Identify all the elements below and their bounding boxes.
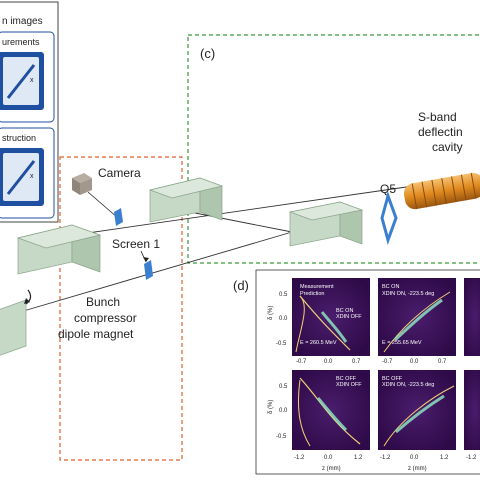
xtick-top1-1: 0.0: [324, 359, 333, 365]
dipole-curved-arrow: [25, 289, 32, 305]
camera-label: Camera: [98, 166, 141, 180]
plot-cell-bottom-2: BC OFF XDIN ON, -223.5 deg: [378, 370, 456, 450]
xtick-bot1-1: 0.0: [324, 455, 333, 461]
cavity-label-line3: cavity: [432, 140, 463, 154]
inset-images-box: n images urements x struction x: [0, 1, 59, 223]
ytick-top-0: 0.5: [279, 292, 288, 298]
magnet-block-2: [148, 177, 224, 223]
beam-line-lower: [19, 231, 293, 313]
bunch-compressor-line3: dipole magnet: [58, 327, 134, 341]
legend-measurement: Measurement: [300, 284, 334, 290]
cell1-energy: E = 260.5 MeV: [300, 340, 337, 346]
q5-label: Q5: [380, 182, 396, 196]
xtick-bot2-2: 1.2: [440, 455, 449, 461]
ytick-bottom-1: 0.0: [279, 408, 288, 414]
panel-label-d: (d): [233, 278, 249, 293]
cell2-energy: E = 255.65 MeV: [382, 340, 422, 346]
cell4-status1: BC OFF: [336, 376, 357, 382]
bunch-compressor-line2: compressor: [74, 311, 137, 325]
region-bunch-compressor-dashed: [59, 156, 183, 461]
ytick-top-2: -0.5: [276, 341, 287, 347]
cell1-status2: XDIN OFF: [336, 314, 362, 320]
xtick-bot2-0: -1.2: [380, 455, 391, 461]
camera-ray: [87, 191, 119, 219]
xtick-top2-0: -0.7: [382, 359, 393, 365]
xtick-top2-2: 0.7: [438, 359, 447, 365]
inset-axis-x2: x: [30, 173, 34, 180]
screen-lower-icon: [144, 260, 153, 280]
plot-cell-bottom-1: BC OFF XDIN OFF: [292, 370, 370, 450]
xlabel-2: z (mm): [408, 466, 427, 472]
magnet-block-3: [288, 201, 364, 247]
xtick-top1-2: 0.7: [352, 359, 361, 365]
ytick-top-1: 0.0: [279, 316, 288, 322]
inset-panel2-label: struction: [2, 133, 36, 143]
deflecting-cavity-icon: [403, 172, 480, 210]
xtick-bot3-0: -1.2: [466, 455, 477, 461]
cell5-status1: BC OFF: [382, 376, 403, 382]
inset-panel1-label: urements: [2, 37, 40, 47]
magnet-block-dipole: [0, 299, 27, 356]
ytick-bottom-0: 0.5: [279, 384, 288, 390]
xtick-bot1-0: -1.2: [294, 455, 305, 461]
cell5-status2: XDIN ON, -223.5 deg: [382, 382, 434, 388]
xlabel-1: z (mm): [322, 466, 341, 472]
plot-cell-top-1: Measurement Prediction BC ON XDIN OFF E …: [292, 278, 370, 356]
screen-label: Screen 1: [112, 237, 160, 251]
inset-title: n images: [2, 16, 43, 27]
plot-cell-bottom-3: [464, 370, 480, 450]
cavity-label-line1: S-band: [418, 110, 457, 124]
ylabel-top: δ (%): [268, 306, 274, 320]
ytick-bottom-2: -0.5: [276, 434, 287, 440]
q5-quadrupole-icon: [380, 191, 398, 245]
panel-label-c: (c): [200, 46, 215, 61]
plot-cell-top-2: BC ON XDIN ON, -223.5 deg E = 255.65 MeV: [378, 278, 456, 356]
xtick-top2-1: 0.0: [410, 359, 419, 365]
cell4-status2: XDIN OFF: [336, 382, 362, 388]
inset-axis-x1: x: [30, 77, 34, 84]
cavity-label-line2: deflectin: [418, 125, 463, 139]
cell2-status1: BC ON: [382, 284, 399, 290]
bunch-compressor-line1: Bunch: [86, 295, 120, 309]
xtick-bot1-2: 1.2: [354, 455, 363, 461]
xtick-top1-0: -0.7: [296, 359, 307, 365]
legend-prediction: Prediction: [300, 291, 324, 297]
plot-cell-top-3: [464, 278, 480, 356]
camera-icon: [72, 173, 92, 195]
magnet-block-1: [16, 224, 102, 275]
beam-line-chicane: [179, 209, 293, 233]
region-c-dashed: [187, 34, 480, 264]
ylabel-bottom: δ (%): [268, 400, 274, 414]
cell2-status2: XDIN ON, -223.5 deg: [382, 291, 434, 297]
xtick-bot2-1: 0.0: [410, 455, 419, 461]
beam-line-upper: [59, 184, 421, 238]
cell1-status1: BC ON: [336, 308, 353, 314]
screen-upper-icon: [114, 208, 123, 226]
